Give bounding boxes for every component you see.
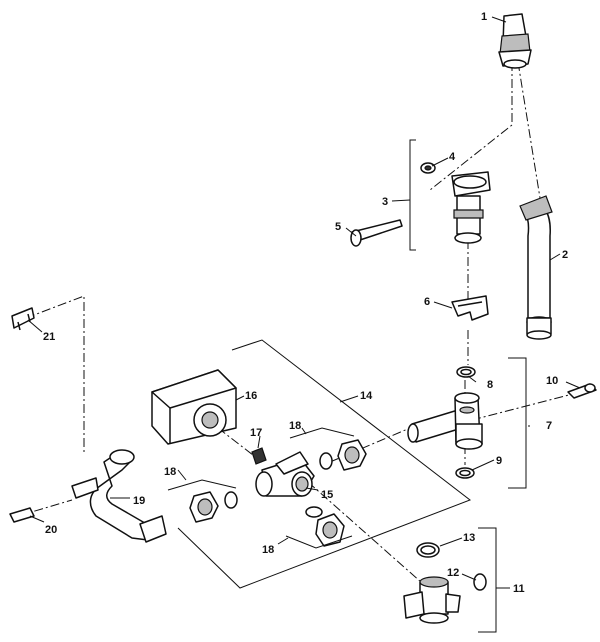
callout-20: 20	[45, 524, 57, 536]
part-17-small-fitting	[251, 447, 267, 465]
part-15-valve-body	[255, 451, 315, 497]
part-4-washer	[420, 162, 436, 174]
callout-3: 3	[382, 196, 388, 208]
callout-14: 14	[360, 390, 373, 402]
bracket-18-left	[167, 479, 237, 491]
part-13-ring	[416, 542, 440, 558]
subassembly-outline-14	[177, 339, 472, 589]
part-18-nut-left	[189, 491, 238, 523]
callout-2: 2	[562, 249, 568, 261]
bracket-18-right	[289, 427, 355, 439]
part-1-adapter	[498, 13, 532, 69]
part-12-ring	[473, 573, 487, 591]
bracket-11	[478, 527, 497, 633]
callout-4: 4	[449, 151, 456, 163]
callout-8: 8	[487, 379, 493, 391]
leader-lines	[27, 16, 581, 589]
part-20-clip	[9, 507, 35, 523]
part-19-drain-hose	[71, 449, 167, 543]
bracket-7	[508, 357, 527, 489]
part-7-tee-fitting	[407, 392, 483, 450]
callout-18c: 18	[262, 544, 274, 556]
callout-7: 7	[546, 420, 552, 432]
part-8-o-ring	[456, 366, 476, 378]
callout-18b: 18	[164, 466, 176, 478]
callout-19: 19	[133, 495, 145, 507]
part-9-o-ring	[455, 467, 475, 479]
part-5-pin	[350, 219, 403, 247]
part-18-nut-right	[319, 439, 367, 471]
callout-10: 10	[546, 375, 558, 387]
callout-15: 15	[321, 489, 333, 501]
callout-1: 1	[481, 11, 487, 23]
bracket-18-bottom	[285, 535, 353, 549]
part-6-clip	[451, 295, 489, 321]
callout-16: 16	[245, 390, 257, 402]
part-21-clip	[11, 307, 35, 331]
callout-12: 12	[447, 567, 459, 579]
callout-5: 5	[335, 221, 341, 233]
callout-18a: 18	[289, 420, 301, 432]
callout-11: 11	[513, 583, 525, 595]
part-11-elbow	[403, 576, 461, 624]
part-2-hose	[519, 195, 553, 340]
callout-labels: 1 2 3 4 5 6 7 8 9 10 11 12 13 14 15 16 1…	[43, 11, 568, 595]
part-3-fitting	[451, 171, 491, 244]
callout-13: 13	[463, 532, 475, 544]
bracket-3	[409, 139, 416, 251]
part-10-clip	[567, 383, 597, 399]
callout-21: 21	[43, 331, 55, 343]
callout-9: 9	[496, 455, 502, 467]
part-16-actuator	[151, 369, 237, 445]
callout-6: 6	[424, 296, 430, 308]
part-18-nut-bottom	[305, 506, 345, 547]
callout-17: 17	[250, 427, 262, 439]
